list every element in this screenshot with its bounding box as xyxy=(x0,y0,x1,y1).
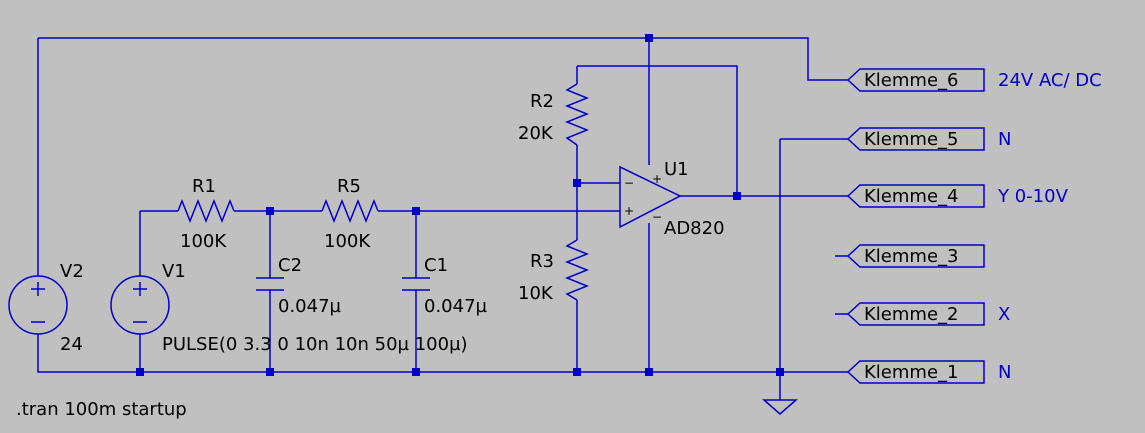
port-klemme-4[interactable]: Klemme_4 Y 0-10V xyxy=(846,184,1069,208)
port-flag-icon xyxy=(846,68,985,92)
spice-directive[interactable]: .tran 100m startup xyxy=(16,399,187,420)
v2-name: V2 xyxy=(60,261,84,282)
port-name: Klemme_3 xyxy=(864,246,958,267)
port-klemme-6[interactable]: Klemme_6 24V AC/ DC xyxy=(846,68,1102,92)
port-flag-icon xyxy=(846,302,985,326)
ground-symbol xyxy=(762,399,798,415)
port-description: X xyxy=(998,304,1010,325)
port-name: Klemme_2 xyxy=(864,304,958,325)
port-klemme-2[interactable]: Klemme_2 X xyxy=(846,302,1010,326)
r3-value: 10K xyxy=(518,283,554,304)
source-body-icon xyxy=(110,275,170,335)
port-description: N xyxy=(998,129,1011,150)
opamp-icon xyxy=(619,165,682,229)
port-klemme-5[interactable]: Klemme_5 N xyxy=(846,127,1011,151)
capacitor-c2[interactable]: C2 0.047µ xyxy=(256,255,342,317)
v1-value: PULSE(0 3.3 0 10n 10n 50µ 100µ) xyxy=(162,334,468,355)
c2-value: 0.047µ xyxy=(278,296,342,317)
port-klemme-1[interactable]: Klemme_1 N xyxy=(846,360,1011,384)
r5-name: R5 xyxy=(337,176,361,197)
capacitor-icon xyxy=(402,277,430,291)
opamp-plus-pin-sign: + xyxy=(624,204,634,218)
voltage-source-v1[interactable]: V1 PULSE(0 3.3 0 10n 10n 50µ 100µ) xyxy=(110,261,468,355)
source-body-icon xyxy=(8,275,68,335)
r5-value: 100K xyxy=(324,231,371,252)
capacitor-c1[interactable]: C1 0.047µ xyxy=(402,255,488,317)
capacitor-icon xyxy=(256,277,284,291)
port-flag-icon xyxy=(846,244,985,268)
port-flag-icon xyxy=(846,360,985,384)
u1-supply-plus: + xyxy=(652,172,662,186)
u1-supply-minus: − xyxy=(652,210,662,224)
voltage-source-v2[interactable]: V2 24 xyxy=(8,261,84,355)
resistor-r5[interactable]: R5 100K xyxy=(321,176,379,252)
port-name: Klemme_6 xyxy=(864,70,958,91)
u1-value: AD820 xyxy=(664,218,725,239)
c1-name: C1 xyxy=(424,255,448,276)
opamp-minus-pin-sign: − xyxy=(624,176,634,190)
port-klemme-3[interactable]: Klemme_3 xyxy=(846,244,985,268)
port-description: Y 0-10V xyxy=(997,186,1069,207)
port-description: N xyxy=(998,362,1011,383)
v1-name: V1 xyxy=(162,261,186,282)
port-flag-icon xyxy=(846,184,985,208)
resistor-icon xyxy=(564,239,590,301)
resistor-icon xyxy=(177,198,235,224)
port-description: 24V AC/ DC xyxy=(998,70,1102,91)
resistor-icon xyxy=(564,83,590,146)
resistor-r2[interactable]: R2 20K xyxy=(518,83,590,146)
wires xyxy=(37,37,848,400)
ground-icon xyxy=(762,399,798,415)
port-name: Klemme_4 xyxy=(864,186,958,207)
r2-name: R2 xyxy=(530,91,554,112)
r1-name: R1 xyxy=(192,176,216,197)
port-name: Klemme_5 xyxy=(864,129,958,150)
r2-value: 20K xyxy=(518,123,554,144)
resistor-icon xyxy=(321,198,379,224)
r3-name: R3 xyxy=(530,251,554,272)
c2-name: C2 xyxy=(278,255,302,276)
port-flag-icon xyxy=(846,127,985,151)
port-name: Klemme_1 xyxy=(864,362,958,383)
c1-value: 0.047µ xyxy=(424,296,488,317)
resistor-r1[interactable]: R1 100K xyxy=(177,176,235,252)
v2-value: 24 xyxy=(60,334,83,355)
r1-value: 100K xyxy=(180,231,227,252)
u1-name: U1 xyxy=(664,159,689,180)
junctions xyxy=(136,34,784,376)
resistor-r3[interactable]: R3 10K xyxy=(518,239,590,304)
opamp-u1[interactable]: − + + − U1 AD820 xyxy=(619,159,725,239)
